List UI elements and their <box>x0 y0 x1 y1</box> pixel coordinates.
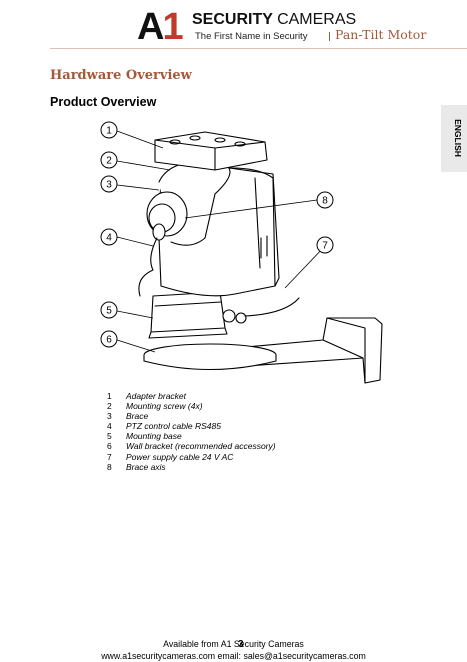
callout-1: 1 <box>100 121 118 139</box>
callout-5: 5 <box>100 301 118 319</box>
callout-markers: 1 2 3 4 5 6 7 8 <box>100 121 334 348</box>
header-separator <box>329 32 330 41</box>
svg-text:3: 3 <box>106 180 112 191</box>
logo-mark: A1 <box>137 6 184 48</box>
svg-text:1: 1 <box>106 126 112 137</box>
logo-company-name: SECURITY CAMERAS <box>192 11 357 28</box>
callout-3: 3 <box>100 175 118 193</box>
callout-2: 2 <box>100 151 118 169</box>
header-product-name: Pan-Tilt Motor <box>335 27 427 42</box>
svg-text:4: 4 <box>106 233 112 244</box>
svg-text:5: 5 <box>106 306 112 317</box>
header-rule <box>50 48 467 49</box>
callout-6: 6 <box>100 330 118 348</box>
adapter-bracket <box>154 131 268 171</box>
callout-4: 4 <box>100 228 118 246</box>
page-footer: Available from A1 Security Cameras www.a… <box>0 638 467 662</box>
power-supply-cable <box>244 297 300 317</box>
svg-text:8: 8 <box>322 196 328 207</box>
callout-8: 8 <box>316 191 334 209</box>
callout-7: 7 <box>316 236 334 254</box>
footer-contact: www.a1securitycameras.com email: sales@a… <box>101 651 366 661</box>
language-tab-label: ENGLISH <box>453 119 463 157</box>
footer-availability: Available from A1 Security Cameras <box>163 639 304 649</box>
wall-bracket-arm <box>234 317 383 384</box>
logo-tagline: The First Name in Security <box>195 31 308 42</box>
subsection-title: Product Overview <box>50 95 157 109</box>
product-diagram: 1 2 3 4 5 6 7 8 <box>100 121 383 384</box>
section-title: Hardware Overview <box>50 68 192 83</box>
svg-text:6: 6 <box>106 335 112 346</box>
svg-text:2: 2 <box>106 156 112 167</box>
ptz-control-cable <box>138 237 158 297</box>
svg-text:7: 7 <box>322 241 328 252</box>
mounting-base <box>150 291 226 333</box>
language-tab: ENGLISH <box>441 105 467 172</box>
page-number: 3 <box>238 639 244 650</box>
company-logo: A1 SECURITY CAMERAS The First Name in Se… <box>137 6 356 48</box>
